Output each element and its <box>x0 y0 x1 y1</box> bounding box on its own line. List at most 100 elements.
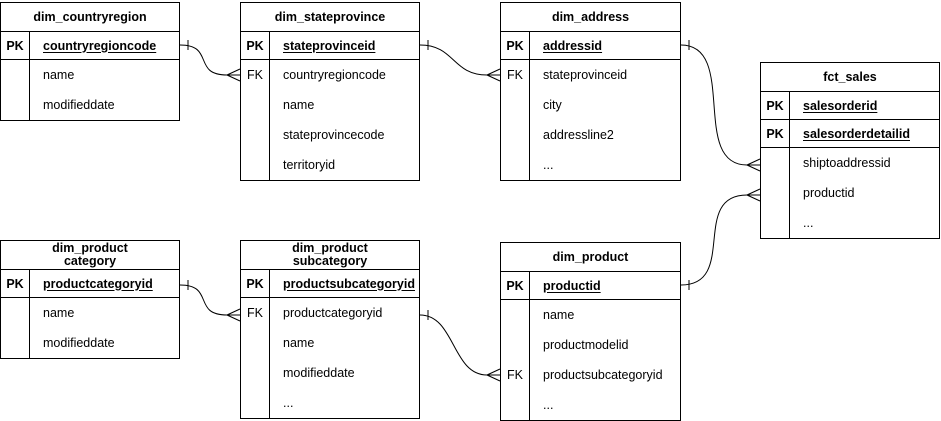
field-name: name <box>283 98 315 112</box>
field-name: countryregioncode <box>43 38 157 53</box>
field-row: ... <box>501 390 680 420</box>
field-row: productid <box>761 178 939 208</box>
field-row: shiptoaddressid <box>761 148 939 178</box>
field-row: FK countryregioncode <box>241 60 419 90</box>
field-name: productid <box>543 278 601 293</box>
field-row: city <box>501 90 680 120</box>
field-name: modifieddate <box>283 366 355 380</box>
pk-badge: PK <box>761 120 790 147</box>
pk-field-row: PK productsubcategoryid <box>241 270 419 298</box>
entity-title: dim_product category <box>1 241 179 270</box>
cardinality-many-crowfoot-icon <box>746 158 761 172</box>
entity-dim-product-category[interactable]: dim_product category PK productcategoryi… <box>0 240 180 359</box>
field-name: ... <box>543 158 554 172</box>
relation-curve <box>680 194 748 286</box>
pk-badge: PK <box>241 270 270 297</box>
field-name: ... <box>803 216 814 230</box>
entity-title: dim_address <box>501 3 680 32</box>
field-row: modifieddate <box>1 90 179 120</box>
key-badge <box>1 60 30 90</box>
key-badge <box>501 330 530 360</box>
key-badge <box>241 120 270 150</box>
field-name: name <box>543 308 575 322</box>
field-name: name <box>43 68 75 82</box>
relation-countryregion-stateprovince[interactable] <box>179 40 241 82</box>
pk-badge: PK <box>1 270 30 297</box>
pk-field-row: PK stateprovinceid <box>241 32 419 60</box>
cardinality-many-crowfoot-icon <box>746 188 761 202</box>
key-badge <box>501 300 530 330</box>
field-name: productsubcategoryid <box>283 276 415 291</box>
pk-field-row: PK productcategoryid <box>1 270 179 298</box>
relation-curve <box>179 44 228 76</box>
field-row: FK stateprovinceid <box>501 60 680 90</box>
key-badge <box>501 390 530 420</box>
field-row: name <box>241 328 419 358</box>
entity-dim-product-subcategory[interactable]: dim_product subcategory PK productsubcat… <box>240 240 420 419</box>
pk-badge: PK <box>761 92 790 119</box>
pk-badge: PK <box>241 32 270 59</box>
pk-field-row: PK salesorderdetailid <box>761 120 939 148</box>
field-row: name <box>1 298 179 328</box>
field-name: salesorderdetailid <box>803 126 910 141</box>
field-name: city <box>543 98 562 112</box>
field-row: name <box>241 90 419 120</box>
entity-title: dim_countryregion <box>1 3 179 32</box>
key-badge <box>241 358 270 388</box>
relation-productcategory-productsubcategory[interactable] <box>179 280 241 322</box>
cardinality-many-crowfoot-icon <box>486 368 501 382</box>
key-badge <box>241 90 270 120</box>
relation-curve <box>680 44 748 166</box>
field-row: ... <box>761 208 939 238</box>
field-name: name <box>43 306 75 320</box>
key-badge <box>1 90 30 120</box>
pk-field-row: PK countryregioncode <box>1 32 179 60</box>
pk-field-row: PK productid <box>501 272 680 300</box>
entity-dim-product[interactable]: dim_product PK productid name productmod… <box>500 242 681 421</box>
pk-field-row: PK salesorderid <box>761 92 939 120</box>
field-row: modifieddate <box>241 358 419 388</box>
key-badge <box>761 208 790 238</box>
fk-badge: FK <box>501 60 530 90</box>
field-row: stateprovincecode <box>241 120 419 150</box>
field-row: territoryid <box>241 150 419 180</box>
field-row: addressline2 <box>501 120 680 150</box>
pk-badge: PK <box>501 32 530 59</box>
field-name: modifieddate <box>43 98 115 112</box>
relation-product-fctsales[interactable] <box>680 188 761 290</box>
relation-productsubcategory-product[interactable] <box>419 310 501 382</box>
field-row: name <box>1 60 179 90</box>
entity-dim-address[interactable]: dim_address PK addressid FK stateprovinc… <box>500 2 681 181</box>
entity-dim-stateprovince[interactable]: dim_stateprovince PK stateprovinceid FK … <box>240 2 420 181</box>
key-badge <box>1 298 30 328</box>
field-name: addressline2 <box>543 128 614 142</box>
fk-badge: FK <box>241 60 270 90</box>
key-badge <box>761 148 790 178</box>
relation-address-fctsales[interactable] <box>680 40 761 172</box>
field-name: modifieddate <box>43 336 115 350</box>
field-row: productmodelid <box>501 330 680 360</box>
key-badge <box>241 150 270 180</box>
cardinality-many-crowfoot-icon <box>226 68 241 82</box>
relation-stateprovince-address[interactable] <box>419 40 501 82</box>
key-badge <box>501 90 530 120</box>
entity-dim-countryregion[interactable]: dim_countryregion PK countryregioncode n… <box>0 2 180 121</box>
key-badge <box>501 120 530 150</box>
key-badge <box>761 178 790 208</box>
field-row: ... <box>501 150 680 180</box>
key-badge <box>1 328 30 358</box>
field-name: ... <box>543 398 554 412</box>
cardinality-many-crowfoot-icon <box>226 308 241 322</box>
field-name: productmodelid <box>543 338 629 352</box>
field-name: addressid <box>543 38 603 53</box>
pk-badge: PK <box>501 272 530 299</box>
entity-fct-sales[interactable]: fct_sales PK salesorderid PK salesorderd… <box>760 62 940 239</box>
relation-curve <box>419 44 488 76</box>
fk-badge: FK <box>241 298 270 328</box>
field-name: countryregioncode <box>283 68 386 82</box>
pk-badge: PK <box>1 32 30 59</box>
key-badge <box>501 150 530 180</box>
entity-title: dim_product subcategory <box>241 241 419 270</box>
field-name: productcategoryid <box>283 306 383 320</box>
